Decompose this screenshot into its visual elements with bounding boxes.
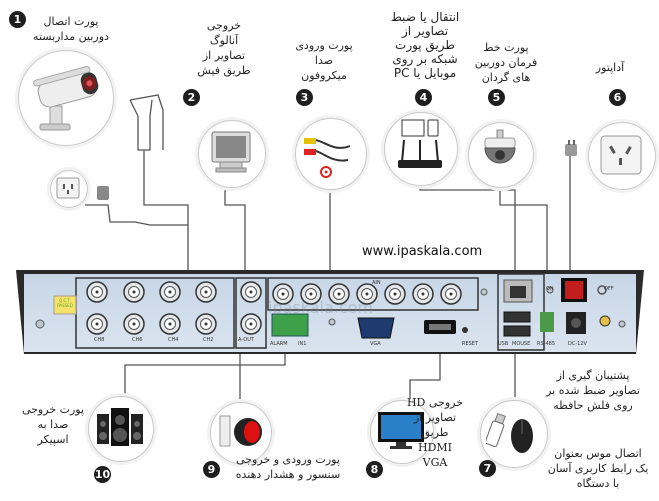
audio-in-bnc-7 bbox=[440, 283, 462, 305]
callout-9-text: پورت ورودی و خروجی سنسور و هشدار دهنده bbox=[235, 453, 341, 481]
badge-5: 5 bbox=[488, 89, 505, 106]
crt-monitor-icon bbox=[211, 131, 251, 173]
video-in-bnc-bottom-3 bbox=[159, 313, 181, 335]
callout-2-text: خروجی آنالوگ تصاویر از طریق فیش bbox=[197, 19, 251, 77]
video-in-bnc-bottom-4 bbox=[195, 313, 217, 335]
ptz-dome-camera-icon bbox=[484, 129, 516, 164]
callout-4-text: انتقال یا ضبط تصاویر از طریق پورت شبکه ب… bbox=[390, 10, 460, 80]
watermark-text: ipaskala.com bbox=[268, 298, 374, 317]
on-label: ON bbox=[546, 286, 554, 292]
callout-5-text: پورت خط فرمان دوربین های گردان bbox=[474, 41, 538, 84]
audio-out-bnc bbox=[240, 313, 262, 335]
ain-label: AIN bbox=[372, 280, 381, 286]
power-outlet-small-icon bbox=[56, 177, 80, 199]
dc-label: DC-12V bbox=[568, 341, 587, 347]
dvr-back-panel bbox=[16, 270, 644, 354]
callout-8-text: خروجی HD تصاویر از طریق HDMI VGA bbox=[406, 396, 464, 469]
callout-7-text-top: پشتیبان گیری از تصاویر ضبط شده بر روی فل… bbox=[546, 369, 640, 412]
usb-flash-icon bbox=[486, 412, 506, 448]
rca-cable-icon bbox=[304, 138, 351, 178]
power-outlet-icon bbox=[600, 135, 642, 175]
wifi-router-icon bbox=[398, 119, 442, 168]
audio-bnc-top bbox=[240, 281, 262, 303]
badge-7: 7 bbox=[479, 460, 496, 477]
ch4-label: CH4 bbox=[168, 337, 179, 343]
ch8-label: CH8 bbox=[94, 337, 105, 343]
alarm-label: ALARM bbox=[270, 341, 288, 347]
website-url: www.ipaskala.com bbox=[362, 244, 483, 259]
off-label: OFF bbox=[604, 286, 614, 292]
speaker-icon bbox=[97, 408, 143, 446]
ch6-label: CH6 bbox=[132, 337, 143, 343]
video-in-bnc-top-4 bbox=[195, 281, 217, 303]
video-in-bnc-top-2 bbox=[123, 281, 145, 303]
alarm-siren-icon bbox=[219, 415, 262, 447]
audio-in-bnc-4 bbox=[356, 283, 378, 305]
badge-6: 6 bbox=[609, 89, 626, 106]
vga-label: VGA bbox=[370, 341, 381, 347]
power-adapter-icon bbox=[97, 186, 109, 200]
video-in-bnc-top-3 bbox=[159, 281, 181, 303]
callout-6-text: آداپتور bbox=[595, 61, 625, 74]
badge-3: 3 bbox=[296, 89, 313, 106]
callout-7-text-bottom: اتصال موس بعنوان یک رابط کاربری آسان با … bbox=[547, 447, 649, 490]
audio-in-bnc-5 bbox=[384, 283, 406, 305]
badge-1: 1 bbox=[9, 11, 26, 28]
badge-4: 4 bbox=[415, 89, 432, 106]
audio-in-bnc-3 bbox=[328, 283, 350, 305]
badge-2: 2 bbox=[183, 89, 200, 106]
audio-in-bnc-6 bbox=[412, 283, 434, 305]
in1-label: IN1 bbox=[298, 341, 307, 347]
callout-3-text: پورت ورودی صدا میکروفون bbox=[295, 39, 353, 82]
usb-label: USB bbox=[498, 341, 509, 347]
badge-9: 9 bbox=[203, 461, 220, 478]
aout-label: A-OUT bbox=[238, 337, 254, 343]
audio-in-bnc-1 bbox=[272, 283, 294, 305]
callout-1-text: پورت اتصال دوربین مداربسته bbox=[33, 15, 109, 43]
audio-in-bnc-2 bbox=[300, 283, 322, 305]
video-in-bnc-bottom-2 bbox=[123, 313, 145, 335]
ch2-label: CH2 bbox=[203, 337, 214, 343]
qc-label: Q.C.T. PASSED bbox=[57, 298, 73, 308]
video-in-bnc-top-1 bbox=[86, 281, 108, 303]
lcd-tv-icon bbox=[378, 412, 424, 449]
cctv-camera-icon bbox=[33, 65, 99, 131]
badge-8: 8 bbox=[366, 461, 383, 478]
video-in-bnc-bottom-1 bbox=[86, 313, 108, 335]
callout-10-text: پورت خروجی صدا به اسپیکر bbox=[21, 403, 85, 446]
mouse-label: MOUSE bbox=[512, 341, 531, 347]
reset-label: RESET bbox=[462, 341, 479, 347]
mouse-icon bbox=[511, 419, 533, 453]
badge-10: 10 bbox=[94, 466, 111, 483]
power-plug-icon bbox=[565, 140, 577, 156]
rs485-label: RS-485 bbox=[537, 341, 555, 347]
